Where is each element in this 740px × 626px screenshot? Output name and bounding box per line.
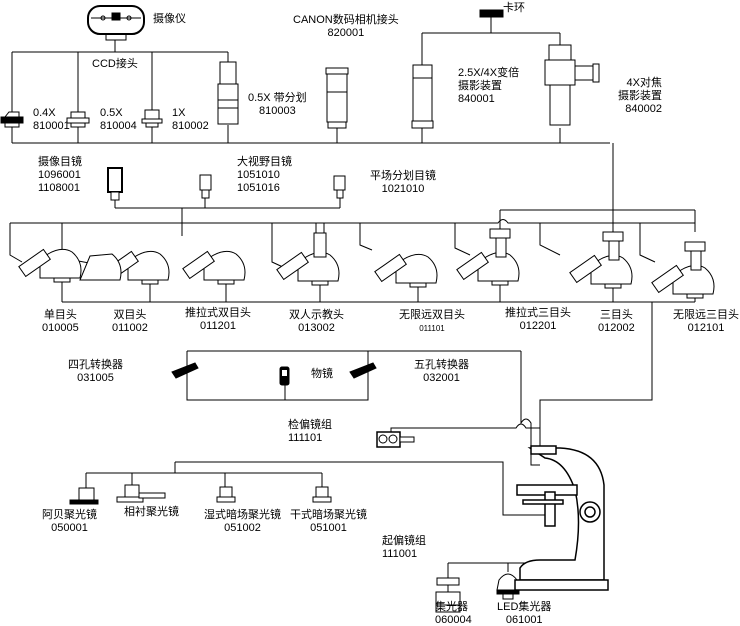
objective-label: 物镜: [311, 368, 333, 380]
head-icon: [651, 241, 715, 299]
condenser-icons: [69, 484, 332, 505]
connector-lines: [9, 17, 696, 592]
head-icon: [569, 231, 633, 289]
eyepiece-icons: [107, 167, 346, 201]
head-icon: [374, 253, 438, 288]
nosepiece-icons: [171, 362, 377, 386]
camera-icon: [87, 5, 145, 41]
head-icons: [18, 222, 715, 299]
photo-device-icons: [411, 9, 600, 129]
head-icon: [79, 250, 170, 285]
microscope-icon: [514, 445, 609, 591]
light-source-icons: [435, 573, 520, 613]
ring-label: 卡环: [503, 2, 525, 14]
condenser-label: 相衬聚光镜: [124, 506, 179, 518]
head-icon: [456, 228, 520, 286]
head-icon: [276, 222, 340, 286]
head-icon: [182, 250, 246, 285]
head-icon: [18, 248, 82, 283]
ccd-label: CCD接头: [92, 58, 138, 70]
adapter-icons: [0, 61, 349, 129]
analyzer-icon: [376, 431, 415, 448]
camera-label: 摄像仪: [153, 13, 186, 25]
